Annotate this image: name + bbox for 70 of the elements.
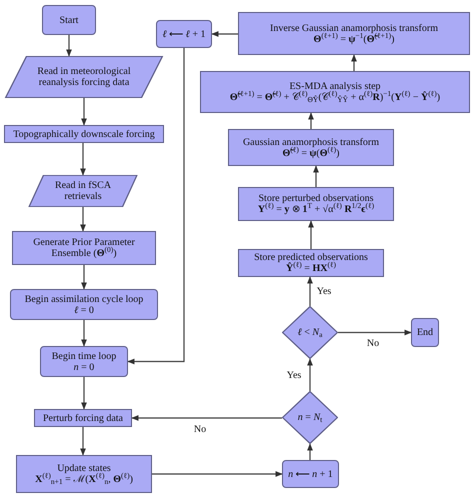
arrow [313,165,319,187]
node-label: Begin assimilation cycle loop [24,294,144,304]
decision-diamond [282,306,338,359]
node-label: ℓ ⟵ ℓ + 1 [162,28,206,40]
terminal-box [10,289,158,320]
arrow [127,48,185,364]
terminal-box [42,5,96,35]
io-parallelogram [28,175,138,207]
node-label: Read in meteorological reanalysis forcing data [36,66,132,88]
node-label: Perturb forcing data [42,412,124,424]
edge-label: Yes [316,287,332,297]
node-label: n ⟵ n + 1 [287,468,334,480]
formula: ℓ = 0 [73,304,95,316]
process-box [16,455,152,493]
decision-diamond [282,391,338,444]
arrow [80,143,86,176]
terminal-box [282,460,339,488]
node-label: ℓ < N$_{a}$ [296,327,324,338]
formula: Y$^{(ℓ)}$ = y ⊗ 1$^{T}$ + √α$^{(ℓ)}$ R$^{1/2}$ϵ$^{(ℓ)}$ [256,204,376,215]
process-box [34,409,132,427]
edge-label: No [366,339,380,349]
arrow [308,220,314,249]
arrow [152,471,283,477]
node-label: Store predicted observations [253,252,369,263]
arrow [81,377,87,410]
arrow [131,415,282,421]
formula: X$^{(ℓ)}$$_{n+1}$ = ℳ(X$^{(ℓ)}$$_{n}$, Θ$^{(ℓ)}$) [34,474,134,485]
arrow [351,54,357,71]
arrow [80,207,86,232]
arrow [81,320,87,347]
node-label: Read in fSCA retrievals [54,180,112,202]
formula: Ŷ$^{(ℓ)}$ = HX$^{(ℓ)}$ [286,263,336,274]
node-label: Update states [56,463,112,474]
node-label: Gaussian anamorphosis transform [242,136,380,148]
process-box [238,12,470,55]
formula: Θ$^{(ℓ+1)}$ = ψ$^{−1}$(Θ̃$^{(ℓ+1)}$) [314,34,394,44]
arrow [80,427,86,456]
arrow [307,443,313,460]
node-label: Generate Prior Parameter Ensemble (Θ$^{(0)}$) [32,237,136,259]
node-label: End [416,327,434,338]
arrow [66,35,72,57]
terminal-box [411,318,439,347]
terminal-box [156,20,212,48]
terminal-box [40,346,128,377]
process-box [4,125,164,143]
process-box [238,249,384,277]
node-label: n = N$_{t}$ [296,412,324,423]
node-label: Start [58,14,80,26]
arrow [307,276,313,306]
process-box [200,71,470,113]
arrow [308,112,314,129]
formula: Θ̃$^{(ℓ)}$ = ψ(Θ$^{(ℓ)}$) [282,148,340,158]
node-label: Topographically downscale forcing [12,128,156,140]
arrow [211,31,238,37]
node-label: Store perturbed observations [258,193,374,204]
formula: Θ̃$^{(ℓ+1)}$ = Θ̃$^{(ℓ)}$ + 𝒞$^{(ℓ)}$$_{Θ̃Ŷ}$(𝒞$^{(ℓ)}$$_{ŶŶ}$ + α$^{(ℓ)}$R)$^{−1}$(Y$^{(ℓ)}$ − Ŷ$^{(ℓ)}$) [228,92,442,103]
node-label: ES-MDA analysis step [288,81,382,92]
arrow [338,330,412,336]
edge-label: Yes [286,371,302,381]
arrow [81,98,87,126]
process-box [12,231,156,265]
process-box [238,187,394,221]
node-label: Inverse Gaussian anamorphosis transform [268,22,439,34]
node-label: Begin time loop [50,350,118,362]
edge-label: No [192,425,208,435]
arrow [307,358,313,391]
arrow [81,265,87,290]
process-box [228,129,394,166]
io-parallelogram [4,56,164,98]
formula: n = 0 [72,362,96,372]
